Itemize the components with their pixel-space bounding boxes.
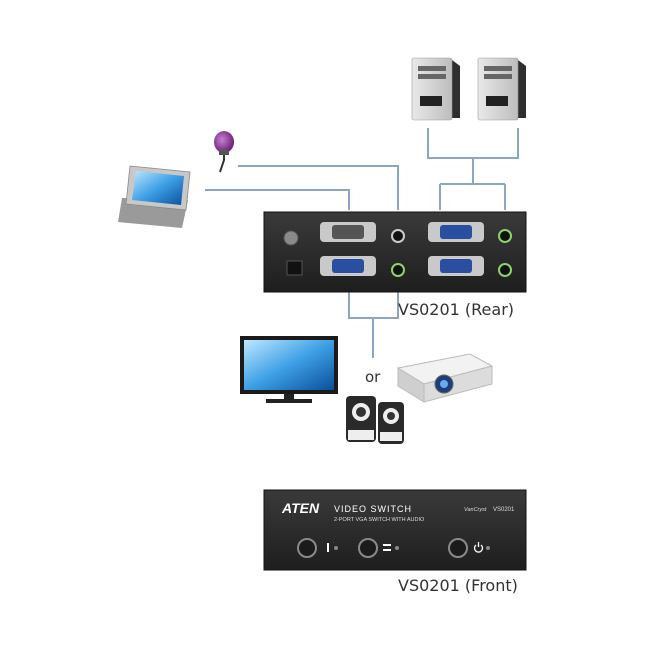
console-keyboard-port [320,222,376,242]
power-icon [473,542,484,553]
rear-panel-label: VS0201 (Rear) [398,300,515,319]
dc-jack-icon [286,260,303,276]
audio-out-jack [391,263,405,277]
cable-pc1 [427,128,473,159]
front-panel: ATEN VIDEO SWITCH 2-PORT VGA SWITCH WITH… [263,489,527,571]
pc1-vga-port [428,222,484,242]
rear-panel [263,211,527,293]
port-2-icon [383,544,391,551]
pc2-vga-port [428,256,484,276]
console-monitor [118,165,191,228]
cable-output [348,290,399,358]
cable-pc-split [439,183,506,210]
front-product-line: VIDEO SWITCH [334,504,412,514]
front-panel-label: VS0201 (Front) [398,576,518,595]
pc1-audio-jack [498,229,512,243]
cable-ir [238,165,399,210]
power-socket-icon [283,230,299,246]
port-2-button[interactable] [358,538,399,558]
port-1-button[interactable] [297,538,338,558]
pc-tower-2 [477,57,526,121]
front-subtitle: 2-PORT VGA SWITCH WITH AUDIO [334,517,425,523]
speakers [346,396,404,444]
pc-tower-1 [411,57,460,121]
cables [205,128,519,358]
tv-display [240,336,338,403]
cable-console [205,189,350,210]
or-label: or [365,368,381,386]
port-1-icon [327,543,329,552]
front-brand: ATEN [281,500,320,516]
power-button[interactable] [448,538,490,558]
front-model: VS0201 [493,507,515,513]
console-vga-port [320,256,376,276]
projector [396,353,494,403]
pc2-audio-jack [498,263,512,277]
cable-pc2 [473,128,519,159]
front-series-logo: VanCryst [464,507,487,513]
ir-sensor [214,131,234,173]
ir-jack [391,229,405,243]
